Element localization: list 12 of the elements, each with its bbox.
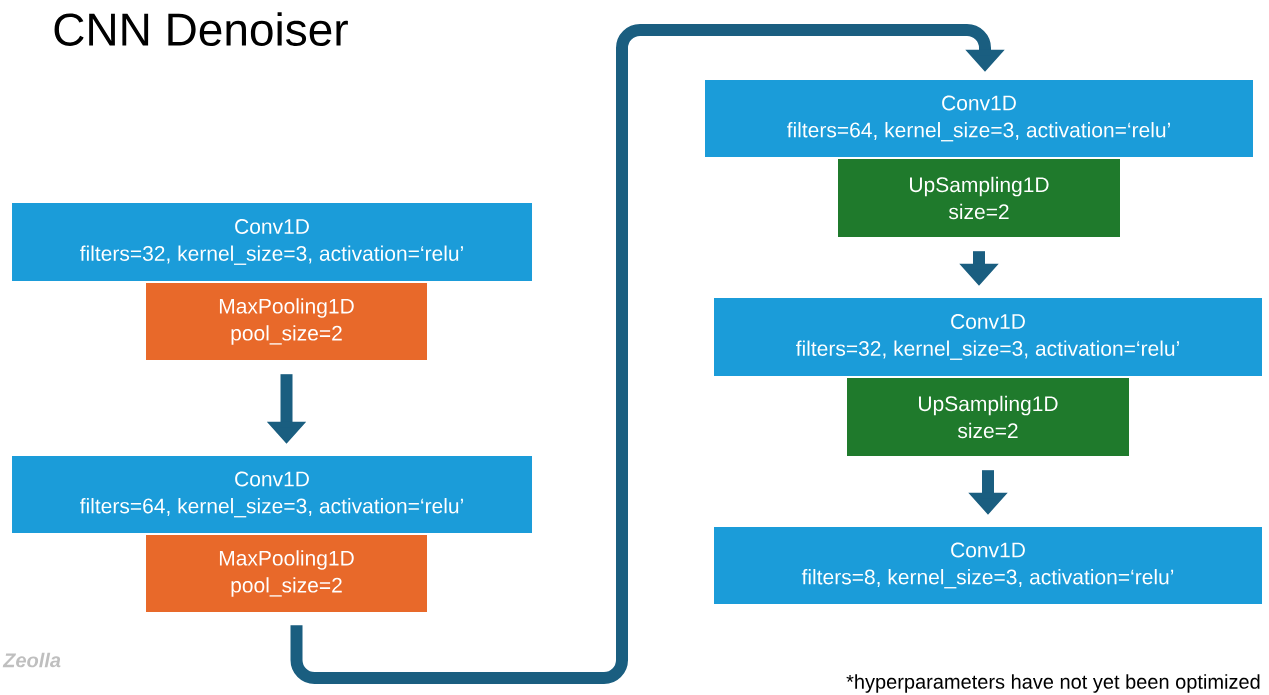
layer-box: Conv1D filters=8, kernel_size=3, activation=‘relu’ (714, 527, 1262, 604)
author-credit: Zeolla (2, 652, 61, 668)
layer-box: Conv1D filters=32, kernel_size=3, activation=‘relu’ (714, 298, 1262, 376)
title: CNN Denoiser (54, 12, 348, 46)
pooling-box: MaxPooling1D pool_size=2 (146, 535, 427, 612)
footnote: *hyperparameters have not yet been optimized (846, 674, 1260, 693)
pooling-box: MaxPooling1D pool_size=2 (146, 283, 427, 360)
layer-box: Conv1D filters=64, kernel_size=3, activation=‘relu’ (12, 456, 532, 533)
layer-box: Conv1D filters=64, kernel_size=3, activation=‘relu’ (705, 80, 1253, 157)
layer-box: Conv1D filters=32, kernel_size=3, activation=‘relu’ (12, 203, 532, 281)
upsampling-box: UpSampling1D size=2 (847, 378, 1129, 456)
upsampling-box: UpSampling1D size=2 (838, 159, 1120, 237)
